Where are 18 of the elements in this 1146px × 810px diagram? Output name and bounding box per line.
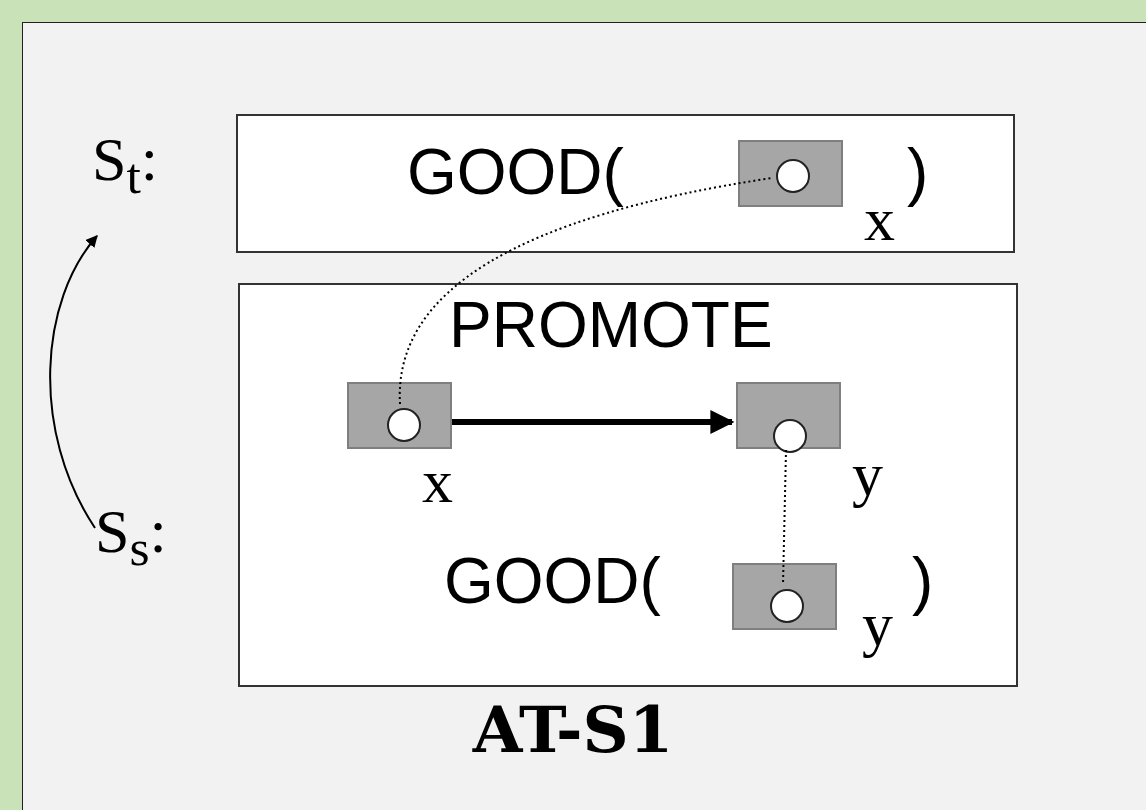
state-label: S$_{s}$: [95,500,167,575]
variable-circle [776,159,810,193]
variable-label: x [422,450,453,512]
arrow [452,410,735,434]
variable-circle [773,419,807,453]
state-label: S$_{t}$: [92,128,159,203]
relation-label: PROMOTE [449,293,773,357]
relation-box [238,283,1018,687]
variable-circle [387,408,421,442]
dotted-line [399,177,773,405]
variable-square [347,382,452,449]
arrow [49,235,98,529]
predicate-box [236,114,1015,253]
variable-square [738,140,843,207]
variable-label: x [864,188,895,250]
variable-circle [770,589,804,623]
variable-square [732,563,837,630]
caption: AT-S1 [471,692,675,769]
